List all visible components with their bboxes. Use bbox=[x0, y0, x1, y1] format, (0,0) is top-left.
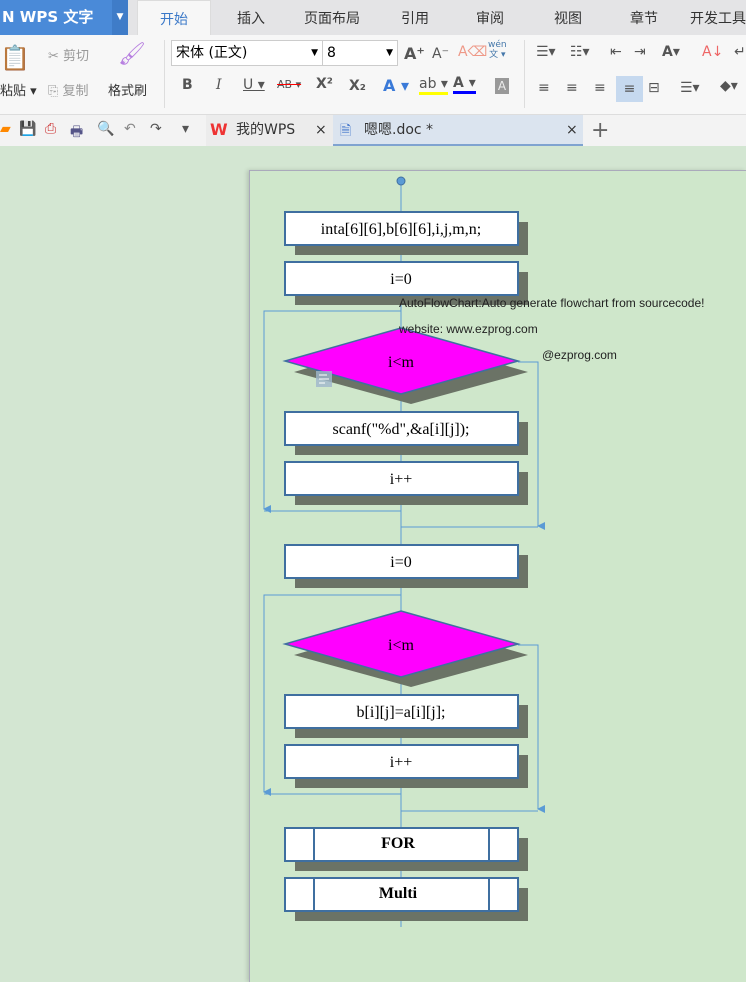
print-icon[interactable]: 🖶 bbox=[70, 124, 84, 140]
tab-view[interactable]: 视图 bbox=[554, 11, 582, 27]
process-box-decl[interactable]: inta[6][6],b[6][6],i,j,m,n; bbox=[284, 211, 528, 255]
watermark-line: @ezprog.com bbox=[542, 348, 617, 362]
watermark: AutoFlowChart:Auto generate flowchart fr… bbox=[398, 296, 704, 362]
divider bbox=[164, 40, 165, 108]
doc-tab-active[interactable] bbox=[333, 115, 583, 146]
format-painter-button[interactable]: 格式刷 bbox=[108, 84, 148, 99]
process-box-init2[interactable]: i=0 bbox=[284, 544, 528, 588]
bullet-list-icon[interactable]: ☰▾ bbox=[536, 44, 556, 60]
tab-section[interactable]: 章节 bbox=[630, 11, 658, 27]
char-spacing-icon[interactable]: A▾ bbox=[662, 44, 680, 60]
font-size-select[interactable]: 8▼ bbox=[322, 40, 398, 66]
doc-tab-mywps[interactable] bbox=[206, 115, 334, 146]
box-text: i++ bbox=[390, 471, 413, 488]
sort-icon[interactable]: A↓ bbox=[702, 44, 724, 60]
strikethrough-icon[interactable]: AB ▾ bbox=[277, 78, 302, 91]
open-icon[interactable]: ▰ bbox=[0, 121, 11, 137]
increase-indent-icon[interactable]: ⇥ bbox=[634, 44, 646, 60]
box-text: b[i][j]=a[i][j]; bbox=[357, 704, 446, 721]
italic-icon[interactable]: I bbox=[216, 77, 222, 93]
wps-logo-icon: Ν bbox=[2, 8, 20, 26]
bold-icon[interactable]: B bbox=[182, 77, 193, 93]
close-tab-icon[interactable]: × bbox=[315, 122, 327, 138]
underline-icon[interactable]: U ▾ bbox=[243, 77, 265, 93]
clear-format-icon[interactable]: A⌫ bbox=[458, 44, 488, 60]
divider bbox=[524, 40, 525, 108]
tab-home[interactable]: 开始 bbox=[137, 0, 211, 35]
decision-cond2[interactable]: i<m bbox=[282, 610, 528, 687]
distribute-icon[interactable]: ⊟ bbox=[648, 80, 660, 96]
copy-button[interactable]: ⎘ 复制 bbox=[48, 84, 89, 99]
app-menu-button[interactable]: Ν WPS 文字 bbox=[0, 0, 112, 35]
app-name: WPS 文字 bbox=[19, 8, 94, 26]
paragraph-mark-icon[interactable]: ↵ bbox=[734, 44, 746, 60]
app-dropdown-icon[interactable]: ▼ bbox=[112, 0, 128, 35]
undo-icon[interactable]: ↶ bbox=[124, 121, 136, 137]
paste-options-icon[interactable] bbox=[316, 371, 332, 387]
line-spacing-icon[interactable]: ☰▾ bbox=[680, 80, 700, 96]
cut-button[interactable]: ✂ 剪切 bbox=[48, 49, 90, 64]
process-box-scanf[interactable]: scanf("%d",&a[i][j]); bbox=[284, 411, 528, 455]
align-center-icon[interactable]: ≡ bbox=[566, 80, 578, 96]
subscript-icon[interactable]: X₂ bbox=[349, 78, 366, 94]
paste-button[interactable]: 粘贴 ▾ bbox=[0, 84, 37, 99]
shrink-font-icon[interactable]: A⁻ bbox=[432, 46, 449, 62]
process-box-init1[interactable]: i=0 bbox=[284, 261, 528, 305]
doc-file-icon: 🗎 bbox=[340, 123, 352, 139]
copy-icon: ⎘ bbox=[48, 84, 63, 99]
box-text: i=0 bbox=[390, 271, 411, 288]
justify-icon[interactable]: ≡ bbox=[616, 76, 643, 102]
brush-icon: 🖌 bbox=[118, 42, 146, 67]
process-box-inc2[interactable]: i++ bbox=[284, 744, 528, 788]
tab-insert[interactable]: 插入 bbox=[237, 11, 265, 27]
export-pdf-icon[interactable]: ⎙ bbox=[45, 121, 57, 137]
tab-references[interactable]: 引用 bbox=[401, 11, 429, 27]
wps-logo-icon: W bbox=[210, 120, 228, 139]
process-box-inc1[interactable]: i++ bbox=[284, 461, 528, 505]
tab-review[interactable]: 审阅 bbox=[476, 11, 504, 27]
customize-toolbar-icon[interactable]: ▾ bbox=[182, 121, 190, 137]
align-left-icon[interactable]: ≡ bbox=[538, 80, 550, 96]
subroutine-box-for[interactable]: FOR bbox=[284, 827, 528, 871]
box-text: inta[6][6],b[6][6],i,j,m,n; bbox=[321, 221, 481, 238]
paste-icon[interactable]: 📋 bbox=[0, 44, 30, 72]
scissors-icon: ✂ bbox=[48, 49, 64, 64]
decision-text: i<m bbox=[388, 637, 414, 654]
text-effect-icon[interactable]: A ▾ bbox=[383, 76, 409, 95]
highlight-icon[interactable]: ab ▾ bbox=[419, 76, 448, 95]
font-color-icon[interactable]: A ▾ bbox=[453, 75, 476, 94]
numbered-list-icon[interactable]: ☷▾ bbox=[570, 44, 590, 60]
box-text: Multi bbox=[379, 885, 418, 902]
decision-text: i<m bbox=[388, 354, 414, 371]
decision-cond1[interactable]: i<m bbox=[282, 327, 528, 404]
start-node bbox=[396, 176, 406, 186]
save-icon[interactable]: 💾 bbox=[19, 121, 37, 137]
process-box-assign[interactable]: b[i][j]=a[i][j]; bbox=[284, 694, 528, 738]
doc-tab-label: 嗯嗯.doc * bbox=[364, 122, 434, 138]
watermark-line: website: www.ezprog.com bbox=[398, 322, 538, 336]
shading-icon[interactable]: ◆▾ bbox=[720, 78, 738, 94]
decrease-indent-icon[interactable]: ⇤ bbox=[610, 44, 622, 60]
print-preview-icon[interactable]: 🔍 bbox=[97, 121, 115, 137]
char-shading-icon[interactable]: A bbox=[495, 78, 509, 94]
redo-icon[interactable]: ↷ bbox=[150, 121, 162, 137]
font-name-select[interactable]: 宋体 (正文)▼ bbox=[171, 40, 323, 66]
new-tab-icon[interactable]: + bbox=[591, 118, 610, 143]
tab-developer[interactable]: 开发工具 bbox=[690, 11, 746, 27]
close-tab-icon[interactable]: × bbox=[566, 122, 578, 138]
box-text: i++ bbox=[390, 754, 413, 771]
doc-tab-label: 我的WPS bbox=[236, 122, 296, 138]
watermark-line: AutoFlowChart:Auto generate flowchart fr… bbox=[399, 296, 704, 310]
box-text: FOR bbox=[381, 835, 415, 852]
box-text: scanf("%d",&a[i][j]); bbox=[333, 421, 470, 438]
tab-page-layout[interactable]: 页面布局 bbox=[304, 11, 360, 27]
subroutine-box-multi[interactable]: Multi bbox=[284, 877, 528, 921]
superscript-icon[interactable]: X² bbox=[316, 76, 333, 92]
box-text: i=0 bbox=[390, 554, 411, 571]
grow-font-icon[interactable]: A⁺ bbox=[404, 44, 425, 63]
align-right-icon[interactable]: ≡ bbox=[594, 80, 606, 96]
